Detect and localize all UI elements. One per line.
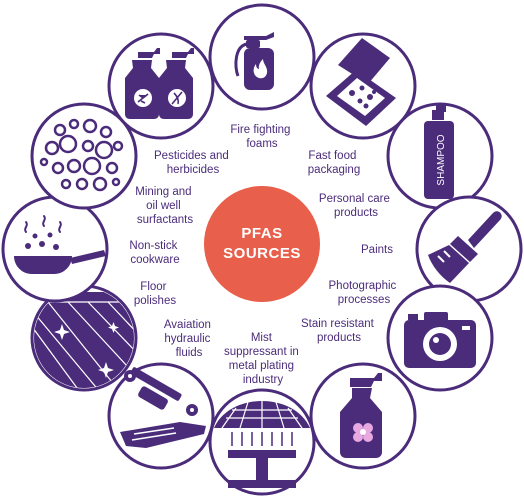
- label-floor-polishes: Floor polishes: [134, 281, 176, 307]
- pesticide-sprayers-icon: [107, 32, 215, 140]
- label-paints: Paints: [361, 244, 393, 256]
- label-personal-care-products: Personal care products: [319, 193, 393, 219]
- label-stain-resistant-products: Stain resistant products: [301, 318, 377, 344]
- center-title-line2: SOURCES: [223, 245, 301, 262]
- pizza-box-icon: [309, 32, 417, 140]
- frying-pan-icon: [1, 195, 109, 303]
- camera-icon: [386, 284, 494, 392]
- label-non-stick-cookware: Non-stick cookware: [129, 240, 180, 266]
- label-mining-oil-well-surfactants: Mining and oil well surfactants: [135, 186, 194, 226]
- source-labels: Fire fighting foams Fast food packaging …: [129, 124, 400, 386]
- shampoo-bottle-text: SHAMPOO: [436, 134, 447, 185]
- spray-bottle-icon: [309, 362, 417, 470]
- hydraulic-piston-icon: [107, 362, 215, 470]
- label-photographic-processes: Photographic processes: [329, 280, 400, 306]
- bubbles-icon: [30, 102, 138, 210]
- center-circle: [204, 186, 320, 302]
- paint-brush-icon: [415, 195, 523, 303]
- label-fast-food-packaging: Fast food packaging: [308, 150, 360, 176]
- label-pesticides-herbicides: Pesticides and herbicides: [154, 150, 232, 176]
- label-fire-fighting-foams: Fire fighting foams: [230, 124, 293, 150]
- label-aviation-hydraulic-fluids: Avaiation hydraulic fluids: [164, 319, 214, 359]
- fire-extinguisher-icon: [208, 3, 316, 111]
- shampoo-bottle-icon: SHAMPOO: [386, 102, 494, 210]
- center-title-line1: PFAS: [241, 225, 282, 242]
- shiny-floor-icon: [30, 284, 138, 392]
- metal-plating-icon: [208, 388, 316, 496]
- label-mist-suppressant: Mist suppressant in metal plating indust…: [224, 332, 302, 386]
